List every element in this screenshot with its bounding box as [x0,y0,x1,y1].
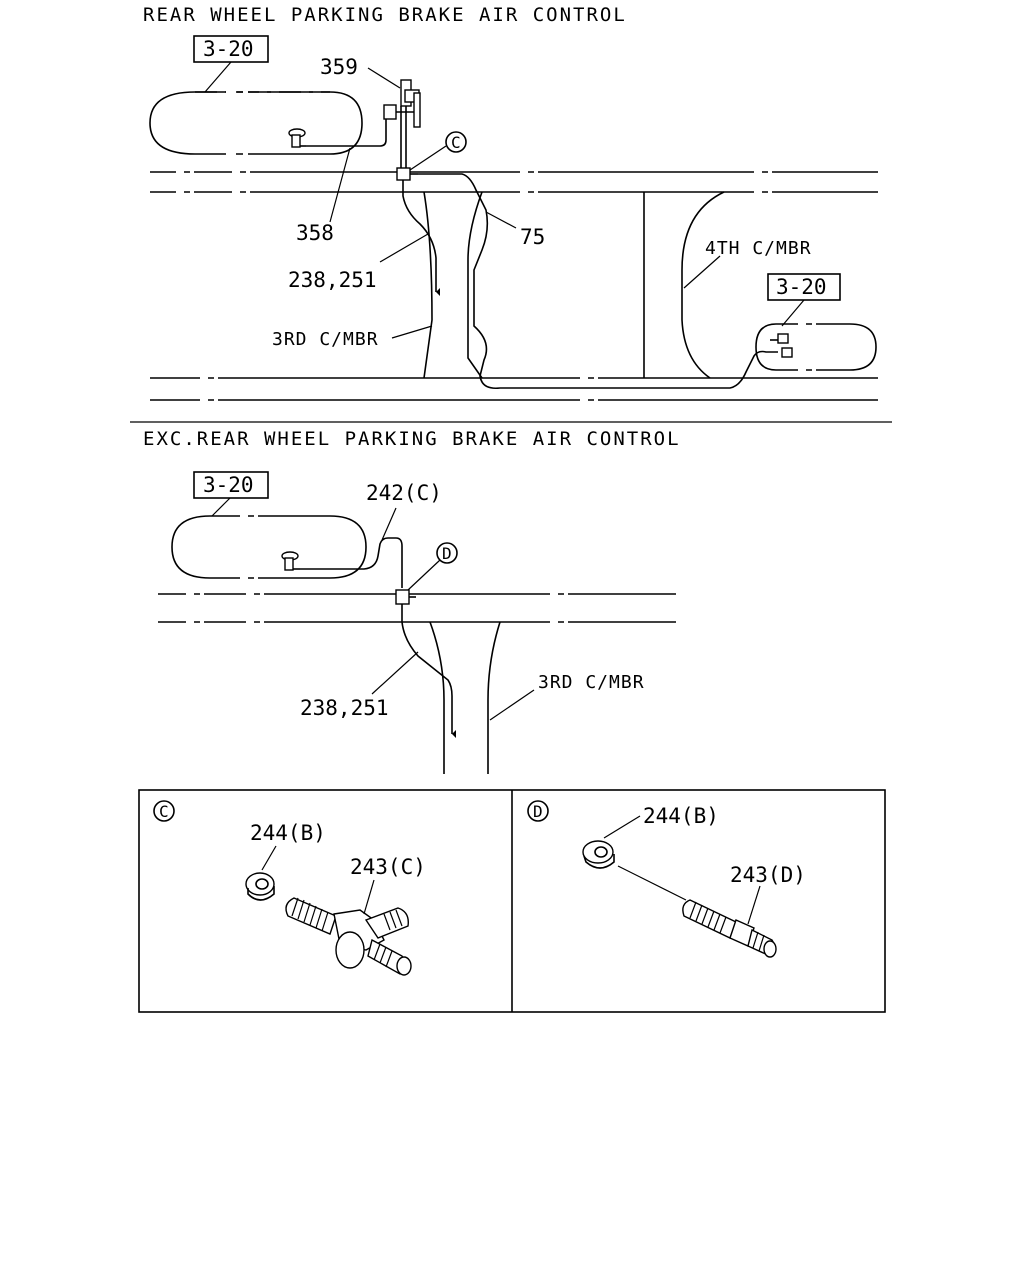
third-crossmember-rear [423,191,483,379]
detail-d-letter: D [533,802,543,821]
tank-dash-marks [226,90,248,156]
tee-fitting-243c[interactable] [285,897,412,976]
nut-244b-d[interactable] [582,840,615,869]
reference-label: 3-20 [203,473,254,497]
section-title-rear: REAR WHEEL PARKING BRAKE AIR CONTROL [143,4,627,26]
detail-d: D 244(B) [527,800,806,958]
fourth-crossmember [643,191,725,379]
label-244b-c: 244(B) [250,821,326,845]
detail-panels: C 244(B) [138,789,886,1013]
air-tank-left [149,90,363,156]
label-4th-cmbr: 4TH C/MBR [705,238,812,259]
tank-outlet-fitting[interactable] [288,128,306,148]
tank-right-fittings[interactable] [770,333,793,358]
tank-exc-outlet-fitting[interactable] [281,551,300,571]
callout-d[interactable]: D [407,542,458,591]
tee-fitting-d[interactable] [395,589,416,605]
frame-rail-top [150,170,878,194]
frame-rail-exc [158,592,676,624]
reference-box-rear-1[interactable]: 3-20 [193,35,269,93]
reference-box-exc[interactable]: 3-20 [193,471,269,517]
label-244b-d: 244(B) [643,804,719,828]
pipe-238-251-exc[interactable] [401,604,453,734]
pipe-238-251-rear[interactable] [402,180,437,292]
pipe-75[interactable] [418,173,778,390]
label-238-251-rear: 238,251 [288,268,377,292]
reference-label: 3-20 [776,275,827,299]
third-crossmember-exc [429,621,501,774]
label-242c: 242(C) [366,481,442,505]
section-rear: REAR WHEEL PARKING BRAKE AIR CONTROL 3-2… [143,4,878,402]
callout-letter: C [451,133,461,152]
frame-rail-bottom [150,376,878,402]
section-title-exc: EXC.REAR WHEEL PARKING BRAKE AIR CONTROL [143,428,681,450]
reference-label: 3-20 [203,37,254,61]
callout-letter: D [442,544,452,563]
union-fitting-243d[interactable] [682,899,777,958]
detail-c-letter: C [159,802,169,821]
air-tank-exc [171,514,367,580]
label-3rd-cmbr-rear: 3RD C/MBR [272,329,379,350]
pipe-242c[interactable] [300,537,403,588]
detail-c: C 244(B) [153,800,426,976]
valve-359[interactable] [383,79,421,170]
label-75: 75 [520,225,545,249]
air-tank-right [755,322,877,372]
label-3rd-cmbr-exc: 3RD C/MBR [538,672,645,693]
reference-box-rear-2[interactable]: 3-20 [767,273,841,327]
label-238-251-exc: 238,251 [300,696,389,720]
label-359: 359 [320,55,358,79]
label-243d: 243(D) [730,863,806,887]
pipe-358[interactable] [306,113,392,147]
callout-c-rear[interactable]: C [409,131,467,171]
label-243c: 243(C) [350,855,426,879]
nut-244b-c[interactable] [245,872,275,901]
label-358: 358 [296,221,334,245]
tee-fitting-c[interactable] [396,167,418,181]
section-exc: EXC.REAR WHEEL PARKING BRAKE AIR CONTROL… [143,428,681,774]
